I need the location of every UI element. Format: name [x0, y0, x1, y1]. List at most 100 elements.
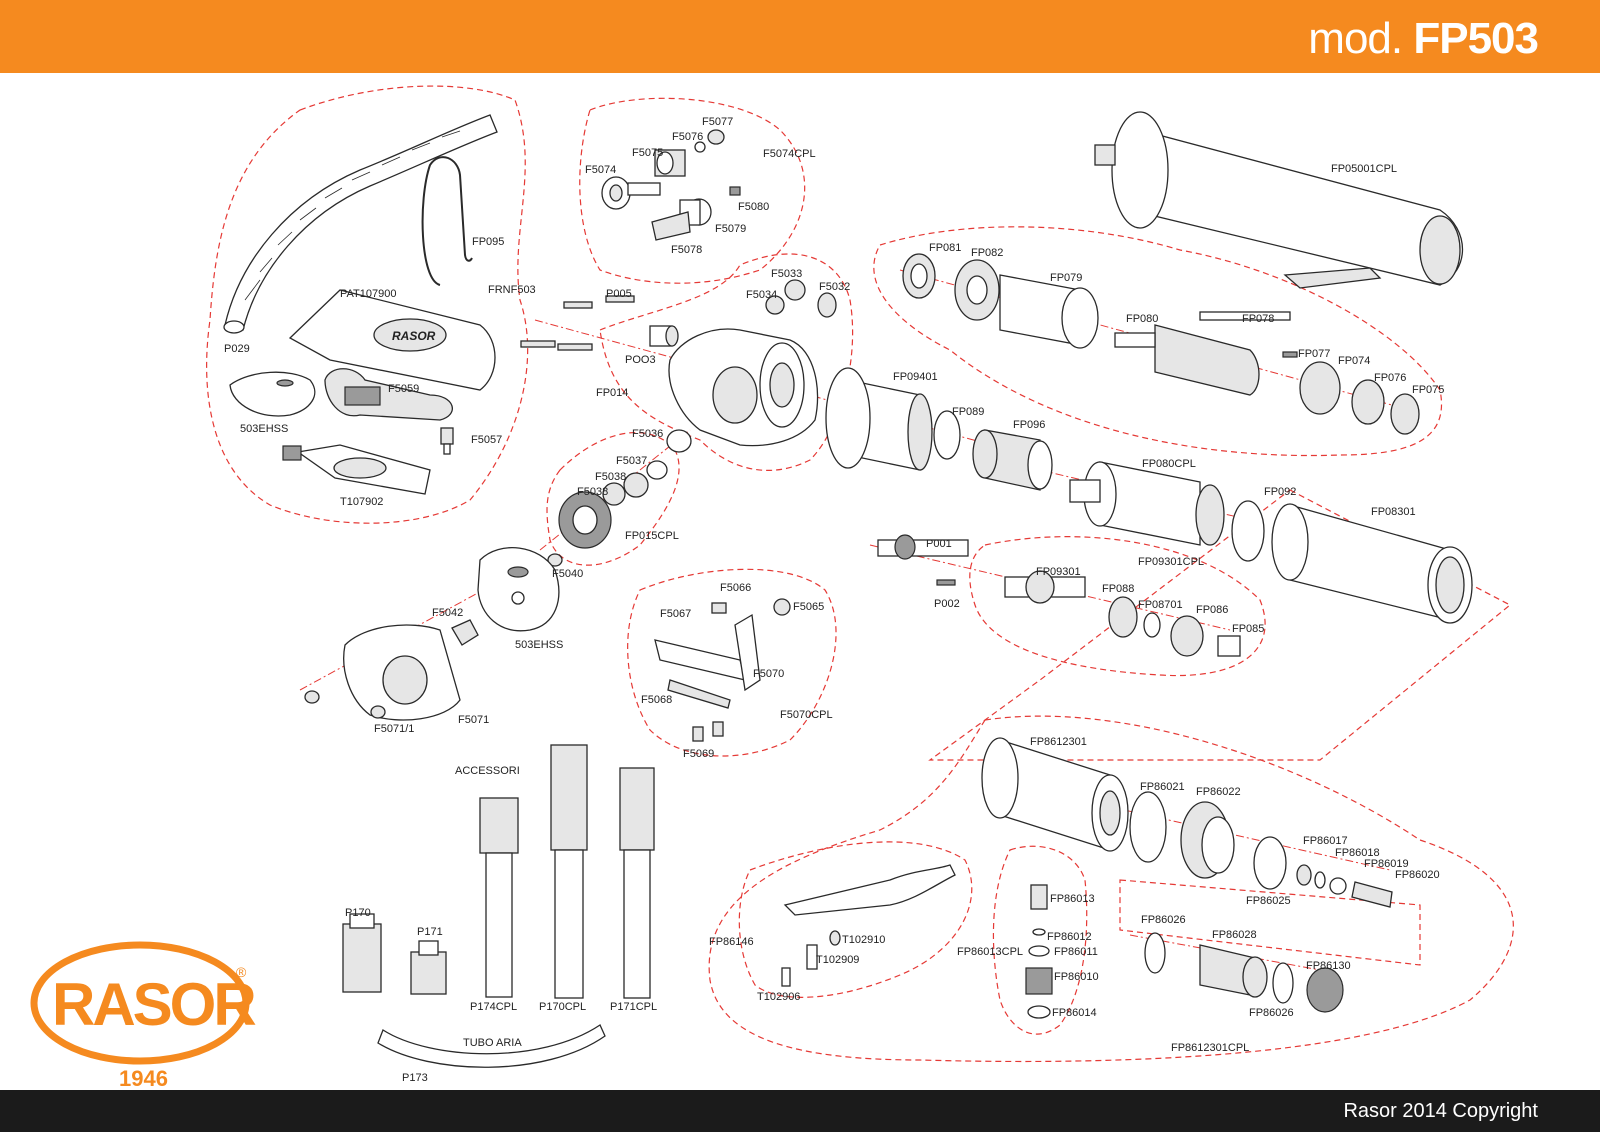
- accessory-kit-group-outline: [206, 85, 529, 524]
- model-prefix: mod.: [1308, 14, 1403, 63]
- part-label-FP86011: FP86011: [1054, 946, 1098, 958]
- gear-group-outline: [546, 431, 680, 566]
- grease-tube-t107902: [282, 444, 431, 495]
- part-label-FP09401: FP09401: [893, 371, 938, 383]
- spindle-kit-fp09301cpl: [1004, 570, 1241, 657]
- pin-p002: [936, 579, 956, 586]
- part-label-FP86013CPL: FP86013CPL: [957, 946, 1023, 958]
- part-label-FP86018: FP86018: [1335, 847, 1380, 859]
- part-label-F5033: F5033: [771, 268, 802, 280]
- part-label-F5074: F5074: [585, 164, 616, 176]
- rotor-kit-parts: [902, 253, 1420, 435]
- part-label-FP8612301CPL: FP8612301CPL: [1171, 1042, 1249, 1054]
- part-label-FP86017: FP86017: [1303, 835, 1348, 847]
- part-label-F5078: F5078: [671, 244, 702, 256]
- part-label-P171: P171: [417, 926, 443, 938]
- model-title: mod. FP503: [1308, 14, 1539, 64]
- part-label-FP86026-a: FP86026: [1141, 914, 1186, 926]
- guard-lever-group-outline: [627, 568, 837, 757]
- part-label-F5077: F5077: [702, 116, 733, 128]
- part-label-F5069: F5069: [683, 748, 714, 760]
- part-label-FP08301: FP08301: [1371, 506, 1416, 518]
- part-label-F5070: F5070: [753, 668, 784, 680]
- part-label-FP86013: FP86013: [1050, 893, 1095, 905]
- part-label-F5070CPL: F5070CPL: [780, 709, 833, 721]
- handle-cover-pat107900: RASOR: [288, 289, 496, 391]
- spindle-p001: [877, 534, 969, 560]
- part-label-F5042: F5042: [432, 607, 463, 619]
- part-label-FP86019: FP86019: [1364, 858, 1409, 870]
- part-label-P170CPL: P170CPL: [539, 1001, 586, 1013]
- sleeve-fp08301: [1271, 503, 1473, 624]
- part-label-FP081: FP081: [929, 242, 961, 254]
- disc-503ehss-large: [477, 547, 560, 632]
- nut-fp096: [972, 429, 1053, 491]
- inlet-parts: [1144, 932, 1344, 1013]
- part-label-FP095: FP095: [472, 236, 504, 248]
- part-label-F5076: F5076: [672, 131, 703, 143]
- spindle-group-outline: [969, 536, 1266, 677]
- part-label-FP86020: FP86020: [1395, 869, 1440, 881]
- oring-fp092: [1231, 500, 1265, 562]
- part-label-FP86021: FP86021: [1140, 781, 1185, 793]
- part-label-FP86130: FP86130: [1306, 960, 1351, 972]
- part-label-FP86022: FP86022: [1196, 786, 1241, 798]
- part-label-FP080CPL: FP080CPL: [1142, 458, 1196, 470]
- part-label-503EHSS-b: 503EHSS: [515, 639, 563, 651]
- valve-stem-fp86013cpl: [1025, 884, 1053, 1019]
- part-label-FP092: FP092: [1264, 486, 1296, 498]
- logo-brand: RASOR: [52, 971, 256, 1038]
- part-label-F5036: F5036: [632, 428, 663, 440]
- part-label-FP075: FP075: [1412, 384, 1444, 396]
- part-label-FP078: FP078: [1242, 313, 1274, 325]
- part-label-FP8612301: FP8612301: [1030, 736, 1087, 748]
- part-label-FP077: FP077: [1298, 348, 1330, 360]
- part-label-FP86012: FP86012: [1047, 931, 1092, 943]
- hose-p174cpl: [479, 797, 519, 998]
- part-label-FP074: FP074: [1338, 355, 1370, 367]
- inlet-group-outline: [1119, 879, 1421, 966]
- fitting-p170: [342, 913, 382, 993]
- hose-p170cpl: [550, 744, 588, 999]
- part-label-ACCESSORI: ACCESSORI: [455, 765, 520, 777]
- lever-f5070cpl: [654, 598, 791, 742]
- part-label-FP86010: FP86010: [1054, 971, 1099, 983]
- part-label-F5075: F5075: [632, 147, 663, 159]
- part-label-T102906: T102906: [757, 991, 800, 1003]
- throttle-group-outline: [708, 715, 1514, 1063]
- part-label-F5032: F5032: [819, 281, 850, 293]
- gear-head-fp014: [668, 328, 819, 447]
- part-label-F5068: F5068: [641, 694, 672, 706]
- part-label-F5079: F5079: [715, 223, 746, 235]
- part-label-FP08701: FP08701: [1138, 599, 1183, 611]
- part-label-FP09301CPL: FP09301CPL: [1138, 556, 1204, 568]
- trigger-group-outline: [738, 841, 973, 998]
- part-label-FP86146: FP86146: [709, 936, 754, 948]
- guard-f5071: [304, 619, 479, 721]
- part-label-F5066: F5066: [720, 582, 751, 594]
- spindle-axis: [869, 544, 1231, 631]
- part-label-FP088: FP088: [1102, 583, 1134, 595]
- part-label-FP015CPL: FP015CPL: [625, 530, 679, 542]
- part-label-F5071: F5071: [458, 714, 489, 726]
- part-label-FP076: FP076: [1374, 372, 1406, 384]
- part-label-F5034: F5034: [746, 289, 777, 301]
- screws-head: [520, 295, 635, 351]
- housing-cone-group-outline: [928, 489, 1512, 761]
- part-label-F5065: F5065: [793, 601, 824, 613]
- logo-year: 1946: [119, 1066, 168, 1091]
- part-label-FP05001CPL: FP05001CPL: [1331, 163, 1397, 175]
- air-tube-p173: [377, 1024, 606, 1068]
- part-label-F5037: F5037: [616, 455, 647, 467]
- screw-f5057: [440, 427, 454, 455]
- part-label-FP86028: FP86028: [1212, 929, 1257, 941]
- part-label-F5074CPL: F5074CPL: [763, 148, 816, 160]
- part-label-FRNF503: FRNF503: [488, 284, 536, 296]
- part-label-F5038-b: F5038: [577, 486, 608, 498]
- valve-kit-group-outline: [579, 97, 806, 284]
- gear-kit-fp015cpl: [547, 429, 692, 567]
- part-labels: F5077 F5076 F5075 F5074 F5074CPL F5080 F…: [224, 116, 1444, 1084]
- header-bar: mod. FP503: [0, 0, 1600, 73]
- part-label-P174CPL: P174CPL: [470, 1001, 517, 1013]
